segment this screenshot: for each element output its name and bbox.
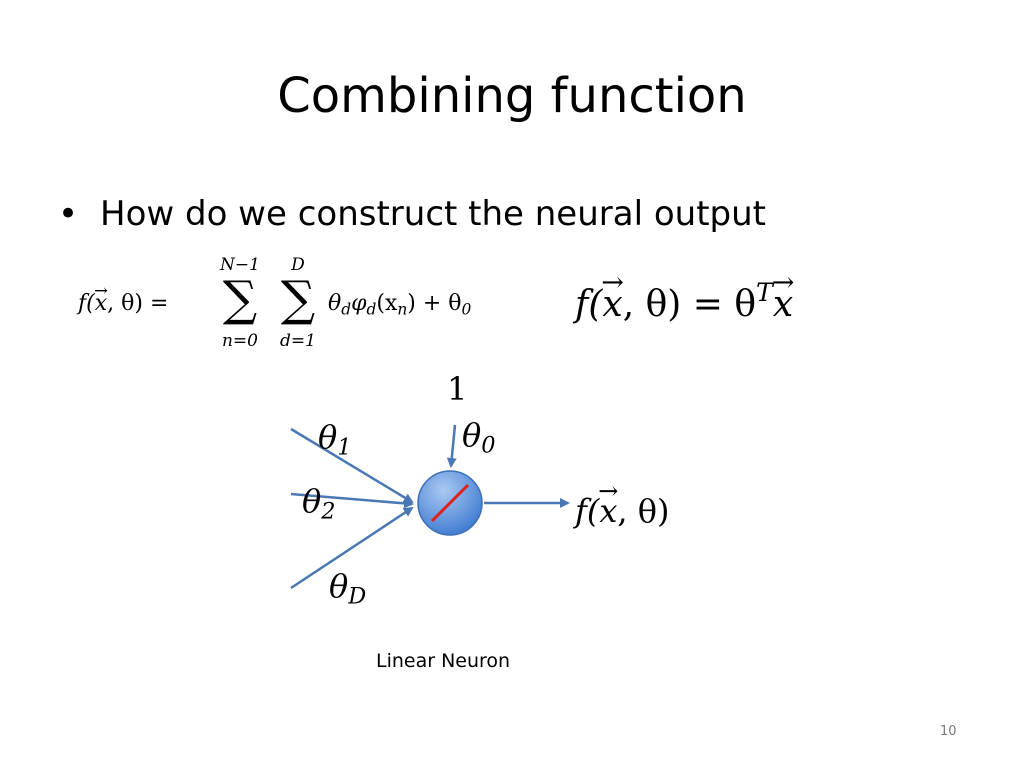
outer-sum-upper: N−1 — [220, 255, 260, 275]
inner-sum-upper: D — [291, 255, 305, 275]
weight-label-theta2: θ2 — [302, 482, 336, 525]
input-edge-thetaD — [290, 506, 414, 590]
input-edge-theta1 — [290, 427, 414, 504]
bullet-marker: • — [58, 194, 79, 234]
diagram-caption: Linear Neuron — [376, 650, 511, 672]
page-number: 10 — [940, 724, 957, 739]
equation-summand: θdφd(xn) + θ0 — [328, 291, 472, 319]
weight-label-theta0: θ0 — [462, 416, 496, 459]
linear-activation-slash — [430, 483, 470, 523]
outer-sum-sigma: ∑ — [222, 271, 258, 327]
input-edge-theta2 — [290, 492, 414, 509]
weight-label-theta1: θ1 — [318, 418, 352, 461]
inner-sum-lower: d=1 — [280, 331, 316, 351]
inner-sum-sigma: ∑ — [280, 271, 316, 327]
equation-vector-form: f(x, θ) = θTx — [575, 278, 793, 325]
inner-sum: D ∑ d=1 — [270, 255, 326, 351]
bullet-item: • How do we construct the neural output — [58, 190, 766, 238]
equation-lhs: f(x, θ) = — [78, 291, 168, 316]
slide-title: Combining function — [277, 68, 747, 124]
output-label: f(x, θ) — [575, 492, 669, 530]
outer-sum-lower: n=0 — [221, 331, 258, 351]
weight-label-thetaD: θD — [329, 567, 367, 610]
outer-sum: N−1 ∑ n=0 — [212, 255, 268, 351]
bullet-text: How do we construct the neural output — [100, 194, 766, 234]
bias-input-label: 1 — [447, 370, 468, 408]
input-edge-bias — [446, 424, 457, 468]
